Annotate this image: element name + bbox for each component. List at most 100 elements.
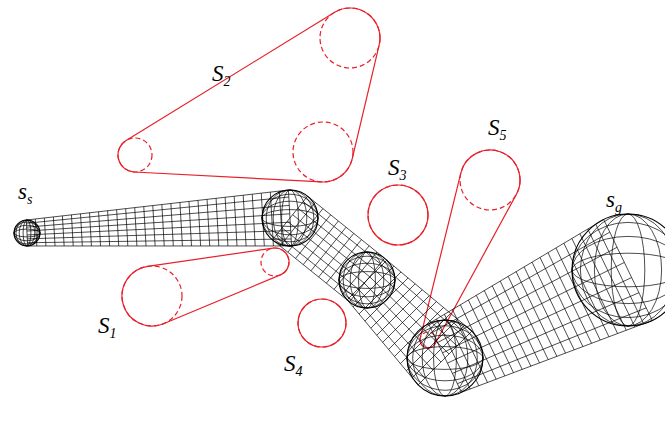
sphere-parallel xyxy=(572,253,665,287)
tube-ring xyxy=(524,267,565,353)
sphere-outline xyxy=(572,214,665,326)
sphere-outline xyxy=(14,220,40,246)
sphere-meridian xyxy=(580,214,665,326)
tube-ring xyxy=(180,202,182,246)
obstacle-hull xyxy=(122,248,289,326)
tube-line xyxy=(27,222,290,235)
tube-ring xyxy=(468,300,504,376)
sphere-parallel xyxy=(14,229,40,237)
tube-line xyxy=(452,293,639,374)
tube-ring xyxy=(580,234,626,331)
obstacle-label: S3 xyxy=(388,156,407,183)
start-label: ss xyxy=(18,180,32,207)
tube-ring xyxy=(216,198,219,246)
tube-line xyxy=(376,271,457,346)
sphere-parallel xyxy=(262,201,318,235)
tube-ring xyxy=(243,195,246,246)
obstacle-label: S1 xyxy=(98,314,117,341)
tube-ring xyxy=(198,200,201,246)
obstacle-label: S4 xyxy=(284,352,303,379)
sphere-meridian xyxy=(19,220,35,246)
tube-ring xyxy=(90,213,92,246)
sphere-parallel xyxy=(407,347,483,370)
tube-line xyxy=(364,283,441,362)
tube-line xyxy=(457,308,646,384)
tube-ring xyxy=(135,208,137,246)
sphere-meridian xyxy=(422,320,468,396)
tube-ring xyxy=(108,211,110,246)
sphere-parallel xyxy=(339,272,395,289)
tube-ring xyxy=(26,220,27,246)
sphere-meridian xyxy=(611,214,645,326)
sphere-outline xyxy=(407,320,483,396)
obstacle-circle xyxy=(298,299,346,347)
sphere-meridian xyxy=(594,214,661,326)
obstacle-hull xyxy=(118,8,380,182)
tube-ring xyxy=(117,210,119,246)
tube-ring xyxy=(225,197,228,246)
tube-ring xyxy=(44,218,46,246)
sphere-outline xyxy=(339,252,395,308)
obstacle-circle-circle xyxy=(298,299,346,347)
goal-label: sg xyxy=(606,188,622,215)
tube-outline xyxy=(461,320,652,392)
tube-outline xyxy=(272,240,349,302)
tube-ring xyxy=(252,194,255,246)
tube-line xyxy=(277,234,354,296)
tube-ring xyxy=(540,257,583,346)
sphere-parallel xyxy=(339,256,395,304)
sphere-meridian xyxy=(282,190,299,246)
tube-ring xyxy=(62,216,64,246)
tube-line xyxy=(282,228,359,290)
obstacle-circle xyxy=(368,185,428,245)
tube-ring xyxy=(99,212,101,246)
tube-ring xyxy=(144,207,146,246)
tube-ring xyxy=(516,272,557,357)
tube-ring xyxy=(394,307,443,356)
obstacle-hull xyxy=(420,150,520,348)
tube-outline xyxy=(28,245,292,246)
sphere-outline xyxy=(262,190,318,246)
tube-line xyxy=(26,197,288,223)
sphere-parallel xyxy=(262,210,318,227)
tube-ring xyxy=(377,290,423,336)
tube-ring xyxy=(171,203,173,245)
tube-ring xyxy=(234,196,237,246)
sphere-meridian xyxy=(434,320,457,396)
tube-outline xyxy=(347,300,418,385)
sphere-parallel xyxy=(407,335,483,381)
obstacle-label: S5 xyxy=(488,116,507,143)
tube-ring xyxy=(484,291,522,370)
sphere-meridian xyxy=(266,190,314,246)
sphere-meridian xyxy=(413,320,478,396)
tube-ring xyxy=(437,319,471,389)
tube-outline xyxy=(308,196,385,258)
sphere-parallel xyxy=(14,222,40,244)
sphere-meridian xyxy=(343,252,391,308)
tube-ring xyxy=(500,281,539,363)
sphere-parallel xyxy=(14,225,40,241)
sphere-meridian xyxy=(350,252,384,308)
tube-outline xyxy=(429,220,604,324)
tube-ring xyxy=(412,325,465,378)
tube-ring xyxy=(81,214,83,246)
tube-ring xyxy=(71,215,73,246)
sphere-meridian xyxy=(273,190,307,246)
obstacle-label: S2 xyxy=(212,62,231,89)
tube-line xyxy=(443,262,625,352)
obstacle-circle-circle xyxy=(368,185,428,245)
tube-ring xyxy=(452,310,487,383)
sphere-parallel xyxy=(572,222,665,317)
tube-ring xyxy=(383,296,430,343)
sphere-parallel xyxy=(262,194,318,242)
sphere-meridian xyxy=(23,220,31,246)
sphere-parallel xyxy=(339,263,395,297)
tube-ring xyxy=(347,260,387,300)
tube-ring xyxy=(153,206,155,246)
sphere-parallel xyxy=(407,326,483,391)
tube-ring xyxy=(162,205,164,246)
tube-ring xyxy=(126,209,128,246)
sphere-meridian xyxy=(359,252,376,308)
tube-ring xyxy=(564,243,609,337)
